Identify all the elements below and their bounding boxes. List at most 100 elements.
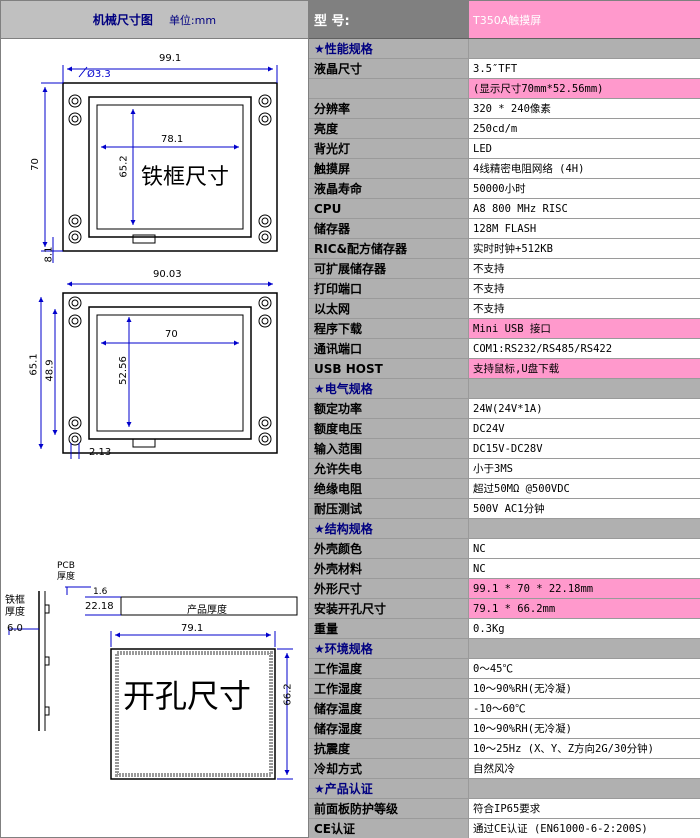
product-thickness-value: 22.18 xyxy=(85,601,114,612)
spec-row: 打印端口不支持 xyxy=(309,279,700,299)
spec-key: 输入范围 xyxy=(309,439,469,458)
active-edge-label: 2.13 xyxy=(89,447,112,458)
spec-value xyxy=(469,379,700,398)
spec-row: 绝缘电阻超过50MΩ @500VDC xyxy=(309,479,700,499)
spec-value: 自然风冷 xyxy=(469,759,700,778)
spec-key: 重量 xyxy=(309,619,469,638)
cutout-caption: 开孔尺寸 xyxy=(123,677,252,715)
spec-value: 3.5″TFT xyxy=(469,59,700,78)
spec-value: NC xyxy=(469,539,700,558)
bezel-width-label: 99.1 xyxy=(159,53,182,64)
spec-value xyxy=(469,39,700,58)
spec-row: 前面板防护等级符合IP65要求 xyxy=(309,799,700,819)
spec-value: 支持鼠标,U盘下载 xyxy=(469,359,700,378)
spec-section-header: ★性能规格 xyxy=(309,39,700,59)
spec-value: 10～90%RH(无冷凝) xyxy=(469,719,700,738)
spec-value: 10～90%RH(无冷凝) xyxy=(469,679,700,698)
hole-diameter-label: Ø3.3 xyxy=(87,69,111,80)
spec-key: CE认证 xyxy=(309,819,469,838)
pcb-thickness-value: 1.6 xyxy=(93,587,108,597)
cutout-outline xyxy=(110,648,276,780)
spec-key: 外壳材料 xyxy=(309,559,469,578)
spec-key: 安装开孔尺寸 xyxy=(309,599,469,618)
spec-key: 储存温度 xyxy=(309,699,469,718)
spec-key: 冷却方式 xyxy=(309,759,469,778)
active-tab xyxy=(132,438,156,448)
spec-value: 24W(24V*1A) xyxy=(469,399,700,418)
spec-value: 50000小时 xyxy=(469,179,700,198)
spec-value xyxy=(469,779,700,798)
spec-key: 耐压测试 xyxy=(309,499,469,518)
spec-value xyxy=(469,639,700,658)
frame-thickness-label: 铁框 厚度 xyxy=(5,595,25,618)
spec-key: 允许失电 xyxy=(309,459,469,478)
spec-value: COM1:RS232/RS485/RS422 xyxy=(469,339,700,358)
spec-key: USB HOST xyxy=(309,359,469,378)
spec-row: RIC&配方储存器实时时钟+512KB xyxy=(309,239,700,259)
spec-value: 0.3Kg xyxy=(469,619,700,638)
spec-key: 以太网 xyxy=(309,299,469,318)
cutout-drawing xyxy=(110,631,293,780)
active-screen xyxy=(96,314,244,432)
spec-key: 液晶寿命 xyxy=(309,179,469,198)
spec-key: 外壳颜色 xyxy=(309,539,469,558)
spec-value: 99.1 * 70 * 22.18mm xyxy=(469,579,700,598)
spec-value: 320 * 240像素 xyxy=(469,99,700,118)
drawing-svg xyxy=(8,65,298,780)
spec-key: 液晶尺寸 xyxy=(309,59,469,78)
spec-section-header: ★电气规格 xyxy=(309,379,700,399)
frame-thickness-value: 6.0 xyxy=(7,623,23,634)
drawing-header: 机械尺寸图 单位:mm xyxy=(1,1,309,39)
spec-key: 额定功率 xyxy=(309,399,469,418)
model-value: T350A触摸屏 xyxy=(469,1,700,39)
spec-key: 背光灯 xyxy=(309,139,469,158)
spec-value: A8 800 MHz RISC xyxy=(469,199,700,218)
spec-key: 储存湿度 xyxy=(309,719,469,738)
spec-value: 不支持 xyxy=(469,259,700,278)
active-height-outer-label: 65.1 xyxy=(28,353,40,376)
spec-value: 实时时钟+512KB xyxy=(469,239,700,258)
spec-row: CE认证通过CE认证 (EN61000-6-2:200S) xyxy=(309,819,700,838)
bezel-edge-label: 8.1 xyxy=(43,246,55,263)
spec-key: 前面板防护等级 xyxy=(309,799,469,818)
unit-label: 单位:mm xyxy=(168,13,217,27)
spec-value: 符合IP65要求 xyxy=(469,799,700,818)
spec-value: 250cd/m xyxy=(469,119,700,138)
active-inner-height-label: 52.56 xyxy=(117,356,129,385)
bezel-tab xyxy=(132,234,156,244)
bezel-inner-height-label: 65.2 xyxy=(118,155,130,178)
bezel-height-label: 70 xyxy=(29,158,41,171)
spec-section-header: ★环境规格 xyxy=(309,639,700,659)
active-holes xyxy=(68,296,272,446)
spec-value: 小于3MS xyxy=(469,459,700,478)
spec-key: RIC&配方储存器 xyxy=(309,239,469,258)
spec-key xyxy=(309,79,469,98)
pcb-thickness-label: PCB 厚度 xyxy=(57,561,76,582)
spec-key: 额度电压 xyxy=(309,419,469,438)
spec-key: 通讯端口 xyxy=(309,339,469,358)
spec-section-header: ★产品认证 xyxy=(309,779,700,799)
spec-key: ★结构规格 xyxy=(309,519,469,538)
active-area-drawing xyxy=(38,281,278,459)
drawing-title: 机械尺寸图 xyxy=(92,13,153,27)
spec-value: 0～45℃ xyxy=(469,659,700,678)
spec-key: 抗震度 xyxy=(309,739,469,758)
spec-key: CPU xyxy=(309,199,469,218)
spec-row: 以太网不支持 xyxy=(309,299,700,319)
